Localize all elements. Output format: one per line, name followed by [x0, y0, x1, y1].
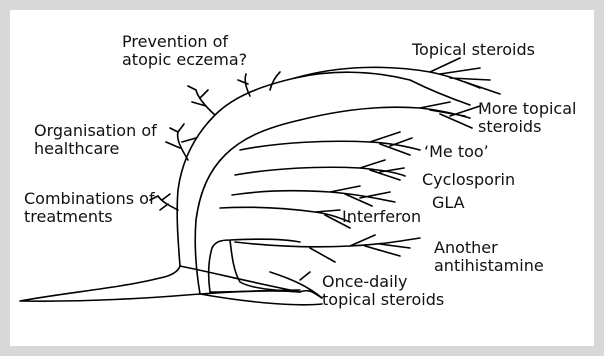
- branch-cyclosporin: [235, 160, 405, 180]
- label-cyclosporin: Cyclosporin: [422, 171, 515, 189]
- tree-trunk: [177, 72, 410, 294]
- label-combinations: Combinations of treatments: [24, 190, 155, 226]
- branch-prevention: [188, 72, 280, 115]
- diagram-canvas: Prevention of atopic eczema? Topical ste…: [10, 10, 594, 346]
- branch-once-daily: [270, 272, 322, 298]
- label-antihistamine: Another antihistamine: [434, 239, 544, 275]
- label-me-too: ‘Me too’: [424, 143, 489, 161]
- branch-interferon: [220, 207, 350, 228]
- label-prevention: Prevention of atopic eczema?: [122, 33, 247, 69]
- label-gla: GLA: [432, 194, 465, 212]
- label-topical-steroids: Topical steroids: [412, 41, 535, 59]
- tree-roots: [20, 266, 322, 305]
- label-interferon: Interferon: [342, 208, 421, 226]
- branch-more-topical-steroids: [300, 102, 480, 128]
- branch-me-too: [240, 132, 420, 155]
- branch-organisation: [166, 124, 196, 160]
- label-once-daily: Once-daily topical steroids: [322, 273, 444, 309]
- label-organisation: Organisation of healthcare: [34, 122, 157, 158]
- tree-inner-branches: [209, 239, 300, 292]
- branch-gla: [232, 186, 395, 206]
- label-more-topical-steroids: More topical steroids: [478, 100, 576, 136]
- branch-topical-steroids: [295, 58, 500, 105]
